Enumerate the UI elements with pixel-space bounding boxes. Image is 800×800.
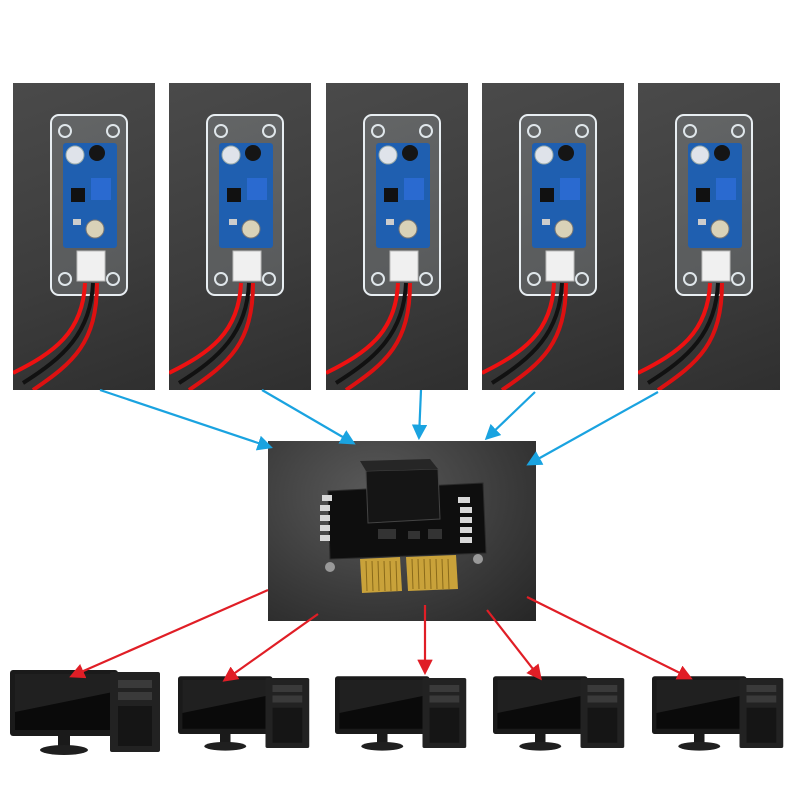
hub-to-computer-5-arrow <box>526 596 693 680</box>
sensor-2-to-hub-arrow <box>261 389 356 445</box>
sensor-photo-5 <box>638 83 780 390</box>
sensor-3-to-hub-arrow <box>411 389 428 441</box>
sensor-4-to-hub-arrow <box>484 391 536 441</box>
hub-photo <box>268 441 536 621</box>
pcie-relay-card-icon <box>320 459 487 593</box>
sensor-photo-3 <box>326 83 468 390</box>
hub-to-computer-1-arrow <box>69 588 269 679</box>
sensor-photo-4 <box>482 83 624 390</box>
sensor-5-to-hub-arrow <box>526 391 659 466</box>
hub-to-computer-2-arrow <box>222 613 319 682</box>
sensor-1-to-hub-arrow <box>99 388 273 451</box>
hub-to-computer-4-arrow <box>486 609 542 681</box>
sensor-photo-2 <box>169 83 311 390</box>
sensor-photo-1 <box>13 83 155 390</box>
